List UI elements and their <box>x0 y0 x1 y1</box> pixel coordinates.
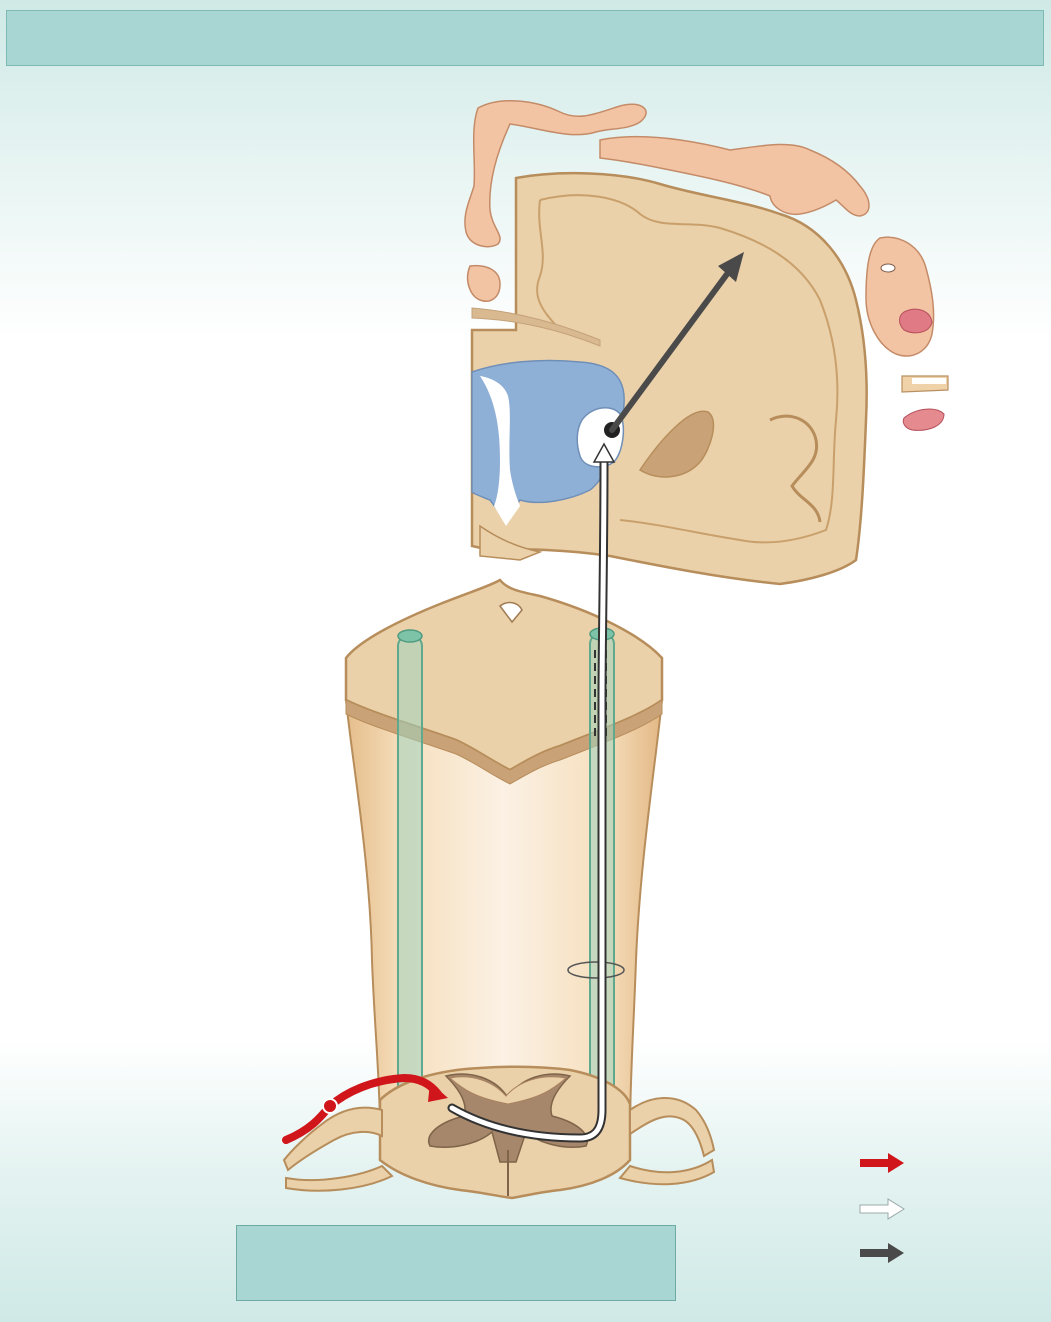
homunculus-lips <box>900 309 933 333</box>
left-tract <box>398 636 422 1130</box>
brain-section <box>472 173 867 584</box>
right-spinal-nerve <box>630 1098 714 1156</box>
right-nerve-lower-root <box>620 1160 714 1184</box>
legend <box>858 1148 918 1268</box>
sensory-ganglion <box>323 1099 337 1113</box>
legend-item-white <box>858 1198 908 1224</box>
left-tract-top <box>398 630 422 642</box>
left-spinal-nerve <box>284 1108 382 1170</box>
left-nerve-lower-root <box>286 1166 392 1191</box>
legend-item-dark <box>858 1242 908 1268</box>
homunculus-tongue <box>903 409 944 430</box>
homunculus-eye <box>881 264 895 272</box>
caption-box <box>236 1225 676 1301</box>
red-arrow-icon <box>858 1152 906 1174</box>
dark-gray-arrow-icon <box>858 1242 906 1264</box>
legend-item-red <box>858 1152 908 1178</box>
white-arrow-icon <box>858 1198 906 1220</box>
spinal-cord <box>284 580 714 1198</box>
homunculus-foot <box>468 266 500 302</box>
homunculus-face <box>866 237 934 356</box>
